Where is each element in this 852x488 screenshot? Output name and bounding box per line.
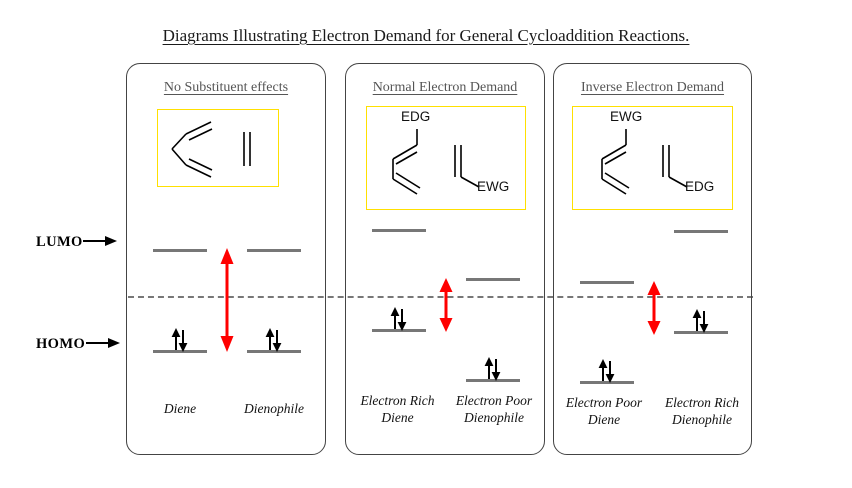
- species-caption-left: Electron Rich Diene: [360, 393, 435, 426]
- homo-axis-label: HOMO: [36, 336, 86, 352]
- level-diene-homo: [372, 329, 426, 332]
- electron-pair-icon: [171, 328, 188, 352]
- species-caption-left: Diene: [163, 401, 197, 416]
- dienophile-substituent-label: EDG: [685, 179, 715, 194]
- level-dienophile-homo: [466, 379, 520, 382]
- panel-inverse-electron-demand: Inverse Electron Demand EWG EDG: [553, 63, 752, 455]
- structure-box: EDG EWG: [366, 106, 526, 210]
- electron-pair-icon: [484, 357, 501, 381]
- level-dienophile-lumo: [674, 230, 728, 233]
- species-caption-left: Electron Poor Diene: [565, 395, 643, 428]
- level-dienophile-homo: [674, 331, 728, 334]
- electron-pair-icon: [692, 309, 709, 333]
- panel-heading: No Substituent effects: [163, 80, 289, 95]
- ewg-diene-edg-dienophile-structure: [601, 129, 688, 195]
- lumo-axis-label: LUMO: [36, 234, 83, 250]
- page-title-text: Diagrams Illustrating Electron Demand fo…: [162, 26, 690, 45]
- level-dienophile-homo: [247, 350, 301, 353]
- energy-gap-arrow: [220, 248, 234, 352]
- diene-substituent-label: EDG: [401, 109, 431, 124]
- energy-gap-arrow: [439, 278, 453, 332]
- panel-heading: Inverse Electron Demand: [580, 80, 725, 95]
- right-arrow-icon: [83, 236, 117, 246]
- butadiene-ethylene-structure: [171, 121, 251, 178]
- edg-diene-ewg-dienophile-structure: [392, 129, 480, 195]
- level-dienophile-lumo: [247, 249, 301, 252]
- level-diene-lumo: [153, 249, 207, 252]
- species-caption-right: Electron Rich Dienophile: [664, 395, 740, 428]
- dienophile-substituent-label: EWG: [477, 179, 510, 194]
- right-arrow-icon: [86, 338, 120, 348]
- panel-normal-electron-demand: Normal Electron Demand EDG EWG: [345, 63, 545, 455]
- level-diene-lumo: [372, 229, 426, 232]
- structure-box: [157, 109, 279, 187]
- energy-reference-dashed-line: [128, 296, 753, 298]
- diene-substituent-label: EWG: [610, 109, 643, 124]
- level-diene-homo: [580, 381, 634, 384]
- structure-box: EWG EDG: [572, 106, 733, 210]
- electron-pair-icon: [390, 307, 407, 331]
- electron-pair-icon: [598, 359, 615, 383]
- electron-pair-icon: [265, 328, 282, 352]
- page-title: Diagrams Illustrating Electron Demand fo…: [0, 26, 852, 46]
- level-diene-homo: [153, 350, 207, 353]
- panel-no-substituent-effects: No Substituent effects: [126, 63, 326, 455]
- species-caption-right: Electron Poor Dienophile: [455, 393, 533, 426]
- energy-gap-arrow: [647, 281, 661, 335]
- panel-heading: Normal Electron Demand: [372, 80, 518, 95]
- level-dienophile-lumo: [466, 278, 520, 281]
- species-caption-right: Dienophile: [244, 401, 304, 416]
- level-diene-lumo: [580, 281, 634, 284]
